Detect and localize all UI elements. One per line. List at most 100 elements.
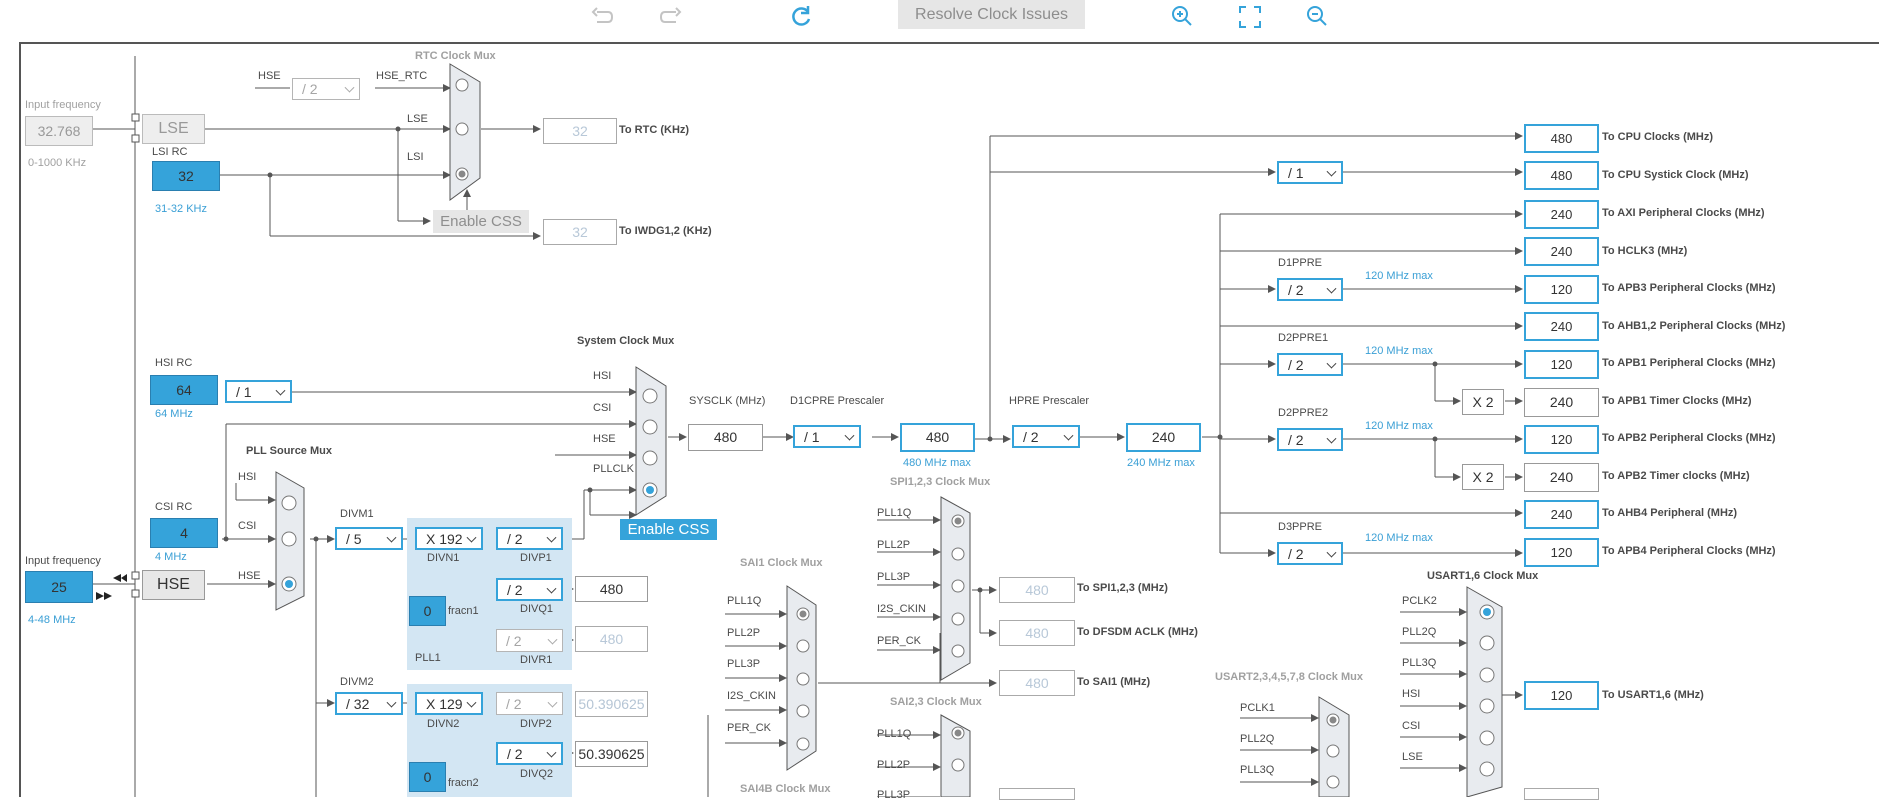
cpu-frequency-value[interactable]: 480 [900,423,975,452]
d1ppre-select[interactable]: / 2 [1277,278,1343,301]
fracn2-field[interactable]: 0 [409,762,446,792]
divp2-select[interactable]: / 2 [496,692,563,715]
hclk-max-label: 240 MHz max [1127,457,1195,469]
divr1-select[interactable]: / 2 [496,629,563,652]
rtc-output-value: 32 [543,118,617,144]
dfsdm-output-value: 480 [999,620,1075,646]
sai23-input-2: PLL3P [877,789,911,801]
zoom-in-icon[interactable] [1167,2,1197,32]
undo-icon[interactable] [588,2,618,32]
usart1-clock-mux-title: USART1,6 Clock Mux [1427,570,1539,582]
apb2-peripheral-label: To APB2 Peripheral Clocks (MHz) [1602,432,1776,444]
sys-hsi-label: HSI [593,370,612,382]
sys-enable-css-button[interactable]: Enable CSS [620,519,717,540]
divn2-select[interactable]: X 129 [415,692,483,715]
rtc-lsi-line-label: LSI [407,151,424,163]
rtc-hse-divider-select[interactable]: / 2 [292,78,360,100]
usart1-input-4: CSI [1402,720,1421,732]
ahb4-peripheral-value[interactable]: 240 [1524,500,1599,529]
resolve-clock-issues-button[interactable]: Resolve Clock Issues [898,0,1085,29]
d1cpre-label: D1CPRE Prescaler [790,395,885,407]
redo-icon[interactable] [655,2,685,32]
fit-screen-icon[interactable] [1235,2,1265,32]
hsi-divider-select[interactable]: / 1 [225,380,292,403]
hse-input-frequency-field[interactable]: 25 [25,571,93,603]
apb1-peripheral-label: To APB1 Peripheral Clocks (MHz) [1602,357,1776,369]
refresh-icon[interactable] [786,2,816,32]
spi-input-4: PER_CK [877,635,922,647]
lsi-rc-value: 32 [152,161,220,191]
sai1-destination-label: To SAI1 (MHz) [1077,676,1151,688]
lse-input-frequency-field[interactable]: 32.768 [25,116,93,146]
usart1-input-0: PCLK2 [1402,595,1437,607]
divp1-select[interactable]: / 2 [496,527,563,550]
cpu-clocks-value[interactable]: 480 [1524,124,1599,153]
spi-input-0: PLL1Q [877,507,912,519]
spi-input-2: PLL3P [877,571,911,583]
divp2-label: DIVP2 [520,718,552,730]
hpre-label: HPRE Prescaler [1009,395,1090,407]
pll2p-value: 50.390625 [575,691,648,717]
usart2-input-2: PLL3Q [1240,764,1275,776]
apb3-peripheral-value[interactable]: 120 [1524,275,1599,304]
d3ppre-max-label: 120 MHz max [1365,532,1433,544]
iwdg-output-value: 32 [543,219,617,245]
csi-rc-title: CSI RC [155,501,193,513]
pll-source-mux-title: PLL Source Mux [246,445,332,457]
divm1-select[interactable]: / 5 [335,527,403,550]
toolbar: Resolve Clock Issues [0,0,1879,36]
apb1-peripheral-value[interactable]: 120 [1524,350,1599,379]
system-clock-mux [635,366,667,516]
d1ppre-label: D1PPRE [1278,257,1323,269]
fracn1-field[interactable]: 0 [409,596,446,626]
d3ppre-select[interactable]: / 2 [1277,542,1343,565]
rtc-destination-label: To RTC (KHz) [619,124,690,136]
lsi-rc-title: LSI RC [152,146,188,158]
hclk-value[interactable]: 240 [1126,423,1201,452]
axi-peripheral-value[interactable]: 240 [1524,200,1599,229]
spi-clock-mux-title: SPI1,2,3 Clock Mux [890,476,991,488]
spi-input-3: I2S_CKIN [877,603,926,615]
hclk3-label: To HCLK3 (MHz) [1602,245,1688,257]
lsi-range-label: 31-32 KHz [155,203,207,215]
usart2-clock-mux-title: USART2,3,4,5,7,8 Clock Mux [1215,671,1363,683]
d2ppre1-select[interactable]: / 2 [1277,353,1343,376]
apb1-timer-value: 240 [1524,388,1599,417]
usart2-input-0: PCLK1 [1240,702,1275,714]
apb4-peripheral-value[interactable]: 120 [1524,538,1599,567]
cpu-max-label: 480 MHz max [903,457,971,469]
sai1-input-0: PLL1Q [727,595,762,607]
cpu-systick-value[interactable]: 480 [1524,161,1599,190]
fracn2-label: fracn2 [448,777,479,789]
sai1-clock-mux-title: SAI1 Clock Mux [740,557,823,569]
divn1-label: DIVN1 [427,552,460,564]
rtc-enable-css-button[interactable]: Enable CSS [433,210,529,233]
hclk3-value[interactable]: 240 [1524,237,1599,266]
d2ppre1-max-label: 120 MHz max [1365,345,1433,357]
ahb4-peripheral-label: To AHB4 Peripheral (MHz) [1602,507,1738,519]
d3ppre-label: D3PPRE [1278,521,1323,533]
d1cpre-select[interactable]: / 1 [793,425,861,448]
divm2-select[interactable]: / 32 [335,692,403,715]
ahb12-peripheral-value[interactable]: 240 [1524,312,1599,341]
usart1-output-value[interactable]: 120 [1524,681,1599,710]
zoom-out-icon[interactable] [1302,2,1332,32]
systick-divider-select[interactable]: / 1 [1277,161,1343,184]
hsi-frequency-label: 64 MHz [155,408,193,420]
sai23-clock-mux-title: SAI2,3 Clock Mux [890,696,982,708]
apb2-timer-multiplier: X 2 [1462,464,1504,490]
d1ppre-max-label: 120 MHz max [1365,270,1433,282]
usart1-input-1: PLL2Q [1402,626,1437,638]
divq1-select[interactable]: / 2 [496,578,563,601]
usart1-input-3: HSI [1402,688,1421,700]
divq2-select[interactable]: / 2 [496,742,563,765]
divm1-label: DIVM1 [340,508,374,520]
d2ppre2-select[interactable]: / 2 [1277,428,1343,451]
divn1-select[interactable]: X 192 [415,527,483,550]
system-clock-mux-title: System Clock Mux [577,335,675,347]
apb1-timer-multiplier: X 2 [1462,389,1504,415]
apb2-peripheral-value[interactable]: 120 [1524,425,1599,454]
sys-pllclk-label: PLLCLK [593,463,634,475]
spi-output-value: 480 [999,577,1075,603]
hpre-select[interactable]: / 2 [1012,425,1080,448]
